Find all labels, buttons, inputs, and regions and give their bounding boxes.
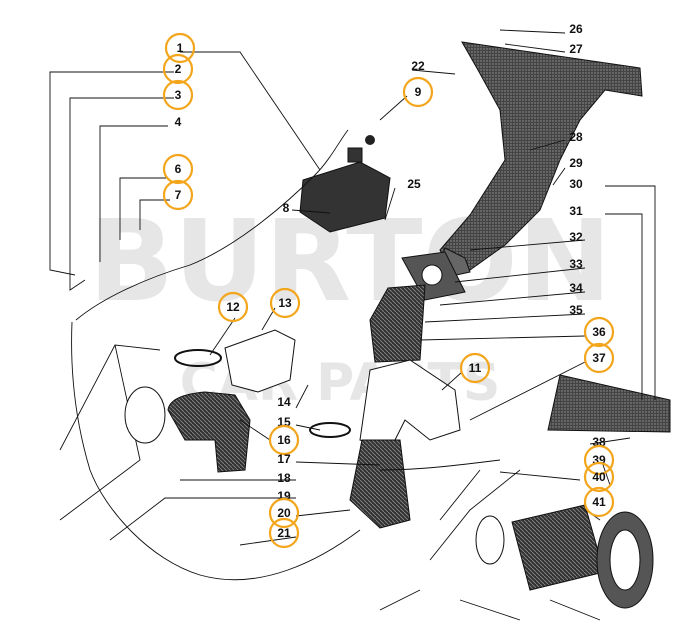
callout-highlight-ring bbox=[162, 53, 194, 85]
body-frame bbox=[59, 344, 601, 621]
callout-37: 37 bbox=[583, 342, 615, 374]
callout-highlight-ring bbox=[268, 424, 300, 456]
callout-number: 25 bbox=[407, 177, 421, 191]
callout-number: 13 bbox=[278, 296, 292, 310]
callout-31: 31 bbox=[569, 204, 583, 218]
callout-14: 14 bbox=[277, 395, 291, 409]
callout-number: 21 bbox=[277, 526, 291, 540]
callout-number: 33 bbox=[569, 257, 583, 271]
leader-lines bbox=[49, 29, 656, 546]
callout-13: 13 bbox=[269, 287, 301, 319]
callout-28: 28 bbox=[569, 130, 583, 144]
callout-highlight-ring bbox=[459, 352, 491, 384]
callout-highlight-ring bbox=[269, 287, 301, 319]
callout-34: 34 bbox=[569, 281, 583, 295]
callout-number: 11 bbox=[469, 361, 482, 375]
callout-17: 17 bbox=[277, 452, 291, 466]
callout-18: 18 bbox=[277, 471, 291, 485]
callout-number: 14 bbox=[277, 395, 291, 409]
callout-highlight-ring bbox=[268, 497, 300, 529]
callout-number: 40 bbox=[592, 470, 606, 484]
callout-20: 20 bbox=[268, 497, 300, 529]
callout-number: 28 bbox=[569, 130, 583, 144]
callout-11: 11 bbox=[459, 352, 491, 384]
callout-number: 4 bbox=[175, 115, 182, 129]
callout-number: 7 bbox=[175, 188, 182, 202]
callout-highlight-ring bbox=[583, 342, 615, 374]
callout-highlight-ring bbox=[162, 179, 194, 211]
callout-22: 22 bbox=[411, 59, 425, 73]
callout-highlight-ring bbox=[162, 79, 194, 111]
callout-highlight-ring bbox=[402, 76, 434, 108]
callout-25: 25 bbox=[407, 177, 421, 191]
callout-number: 26 bbox=[569, 22, 583, 36]
callout-6: 6 bbox=[162, 153, 194, 185]
callout-21: 21 bbox=[268, 517, 300, 549]
callout-number: 36 bbox=[592, 325, 606, 339]
callout-highlight-ring bbox=[217, 291, 249, 323]
callout-26: 26 bbox=[569, 22, 583, 36]
callout-number: 35 bbox=[569, 303, 583, 317]
callout-number: 34 bbox=[569, 281, 583, 295]
callout-highlight-ring bbox=[164, 32, 196, 64]
callout-41: 41 bbox=[583, 486, 615, 518]
callout-highlight-ring bbox=[583, 486, 615, 518]
control-box bbox=[299, 135, 391, 233]
callout-number: 29 bbox=[569, 156, 583, 170]
callout-highlight-ring bbox=[268, 517, 300, 549]
callout-number: 27 bbox=[569, 42, 583, 56]
callout-1: 1 bbox=[164, 32, 196, 64]
callout-highlight-ring bbox=[583, 461, 615, 493]
cables bbox=[71, 129, 501, 581]
callout-3: 3 bbox=[162, 79, 194, 111]
callout-40: 40 bbox=[583, 461, 615, 493]
callout-8: 8 bbox=[283, 201, 290, 215]
callout-35: 35 bbox=[569, 303, 583, 317]
callout-number: 20 bbox=[277, 506, 291, 520]
callout-32: 32 bbox=[569, 230, 583, 244]
callout-9: 9 bbox=[402, 76, 434, 108]
callout-number: 30 bbox=[569, 177, 583, 191]
duct-assembly bbox=[349, 41, 671, 529]
callout-number: 2 bbox=[175, 62, 182, 76]
callout-33: 33 bbox=[569, 257, 583, 271]
callout-number: 17 bbox=[277, 452, 291, 466]
callout-number: 16 bbox=[277, 433, 291, 447]
callout-7: 7 bbox=[162, 179, 194, 211]
callout-number: 22 bbox=[411, 59, 425, 73]
callout-number: 31 bbox=[569, 204, 583, 218]
callout-number: 3 bbox=[175, 88, 182, 102]
callout-highlight-ring bbox=[162, 153, 194, 185]
callout-number: 37 bbox=[592, 351, 606, 365]
callout-16: 16 bbox=[268, 424, 300, 456]
callout-number: 41 bbox=[592, 495, 606, 509]
callout-number: 12 bbox=[226, 300, 240, 314]
callout-29: 29 bbox=[569, 156, 583, 170]
callout-number: 32 bbox=[569, 230, 583, 244]
callout-highlight-ring bbox=[583, 444, 615, 476]
callout-12: 12 bbox=[217, 291, 249, 323]
callout-number: 6 bbox=[175, 162, 182, 176]
callout-number: 8 bbox=[283, 201, 290, 215]
callout-4: 4 bbox=[175, 115, 182, 129]
callout-number: 18 bbox=[277, 471, 291, 485]
left-heater-parts bbox=[167, 329, 351, 473]
watermark: BURTON CAR PARTS bbox=[89, 197, 612, 413]
callout-36: 36 bbox=[583, 316, 615, 348]
lower-right-duct bbox=[511, 504, 654, 609]
callout-2: 2 bbox=[162, 53, 194, 85]
callout-highlight-ring bbox=[583, 316, 615, 348]
callout-number: 1 bbox=[177, 41, 184, 55]
callout-30: 30 bbox=[569, 177, 583, 191]
callout-number: 9 bbox=[415, 85, 422, 99]
callout-27: 27 bbox=[569, 42, 583, 56]
